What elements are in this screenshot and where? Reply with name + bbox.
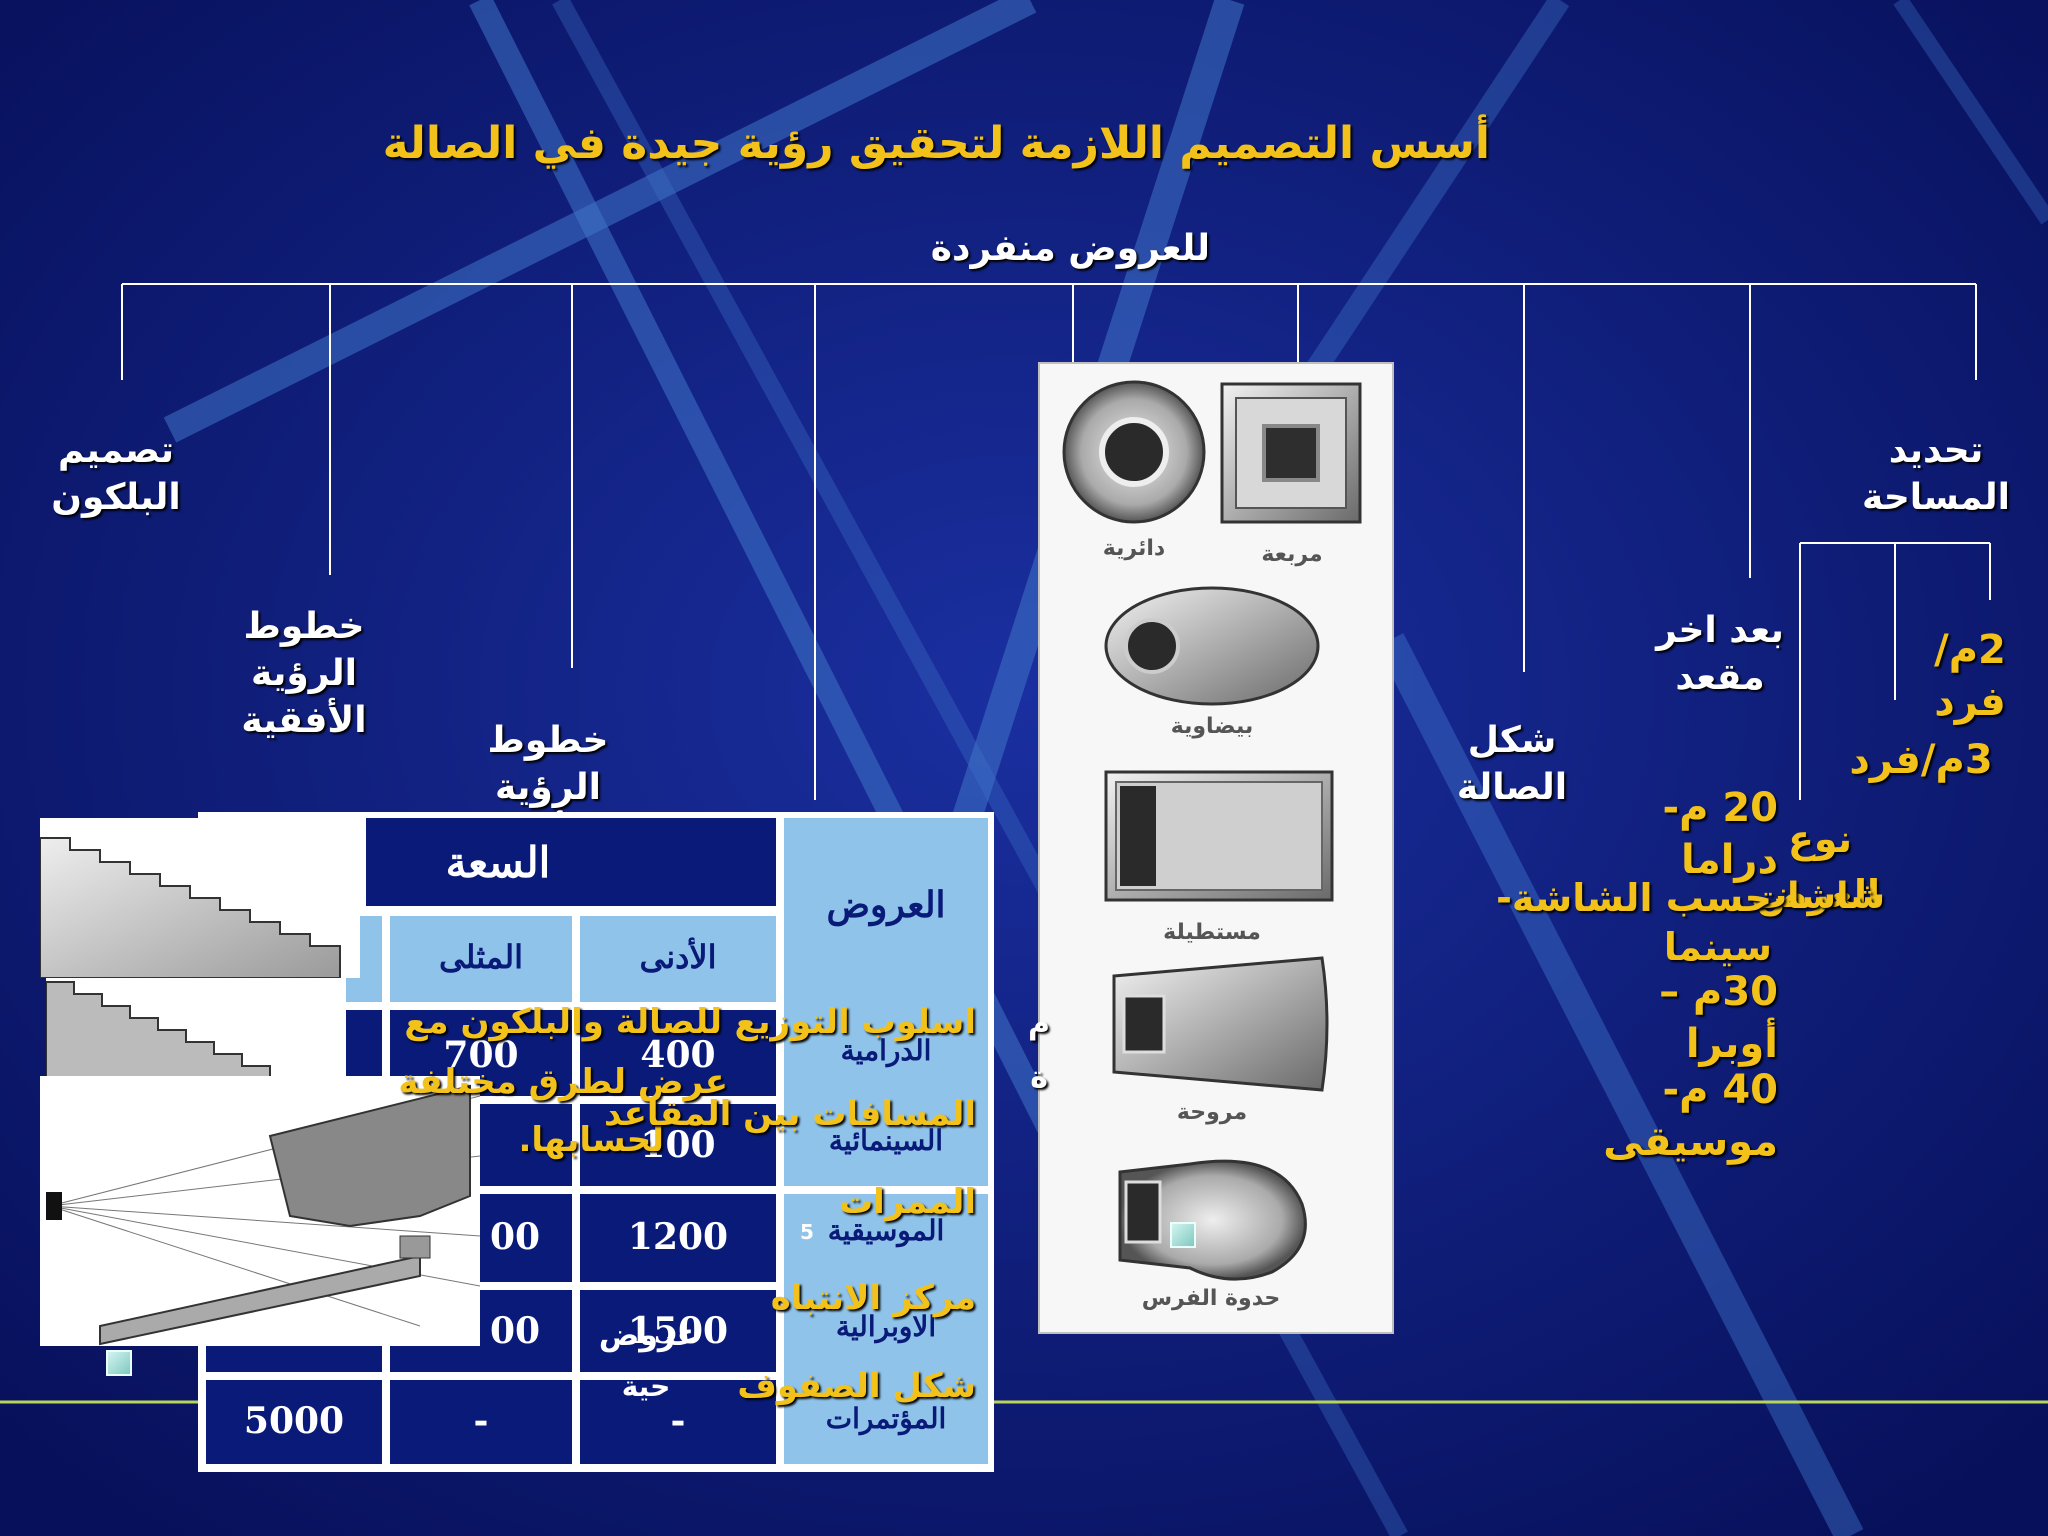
header-min: الأدنى xyxy=(639,938,717,976)
horseshoe-hall-icon xyxy=(1118,1159,1307,1281)
rectangular-hall-icon xyxy=(1104,770,1334,902)
bullet-square-icon xyxy=(106,1350,132,1376)
label-oval: بيضاوية xyxy=(1170,714,1254,739)
overlay-distribution-method: اسلوب التوزيع xyxy=(734,1002,976,1042)
distance-drama: 20 م-دراما xyxy=(1662,785,1778,883)
stray-digit-5: 5 xyxy=(800,1220,814,1244)
square-hall-icon xyxy=(1220,382,1362,524)
row5-ideal: - xyxy=(473,1400,489,1442)
row3-min: 1200 xyxy=(627,1216,729,1258)
overlay-display-methods: عرض لطرق مختلفة xyxy=(398,1062,728,1102)
header-capacity: السعة xyxy=(445,838,551,887)
capacity-table: السعة العروض المثلى الأدنى ال xyxy=(198,812,994,1472)
header-shows: العروض xyxy=(826,884,946,926)
distance-cinema-prefix: شاشات xyxy=(1750,876,1885,917)
branch-hall-shape: شكل الصالة xyxy=(1456,720,1568,808)
row1-show: الدرامية xyxy=(840,1034,932,1067)
row5-max: 5000 xyxy=(243,1400,345,1442)
branch-horizontal-sight: خطوط الرؤية الأفقية xyxy=(241,606,367,741)
overlay-row-shape: شكل الصفوف xyxy=(737,1366,976,1406)
row5-show: المؤتمرات xyxy=(825,1402,947,1435)
overlay-hall-balcony: للصالة والبلكون مع xyxy=(404,1002,722,1042)
row2-show: السينمائية xyxy=(828,1124,944,1157)
header-ideal-cell xyxy=(390,916,572,1002)
header-min-cell xyxy=(580,916,776,1002)
header-capacity-cell xyxy=(366,818,776,906)
header-shows-cell xyxy=(784,818,988,1186)
row4-show: الاوبرالية xyxy=(835,1310,937,1343)
overlay-live-shows-a: عروض xyxy=(598,1318,698,1353)
show-type: نوع العرض xyxy=(1756,817,1881,917)
hall-shapes-figure: مربعة دائرية بيضاوية مستطيلة مروحة حدوة … xyxy=(1038,362,1394,1334)
slide-title: أسس التصميم اللازمة لتحقيق رؤية جيدة في … xyxy=(382,118,1490,169)
overlay-calc: لحسابها. xyxy=(518,1120,664,1160)
row3-show: الموسيقية xyxy=(827,1214,945,1247)
oval-hall-icon xyxy=(1104,586,1320,706)
hall-shapes-drawings xyxy=(1062,380,1362,1281)
stray-letter-m: م xyxy=(1028,1006,1050,1041)
distance-opera: 30م –أوبرا xyxy=(1659,969,1778,1067)
row3-ideal: 00 xyxy=(490,1216,541,1258)
overlay-live-shows-b: حية xyxy=(621,1370,671,1403)
branch-last-seat: بعد اخر مقعد xyxy=(1656,610,1784,698)
bullet-square-icon xyxy=(1170,1222,1196,1248)
stray-letter-h: ة xyxy=(1030,1060,1048,1095)
label-fan: مروحة xyxy=(1176,1100,1248,1125)
label-circular: دائرية xyxy=(1102,536,1166,561)
label-rectangular: مستطيلة xyxy=(1163,920,1261,945)
area-2m-per-person: 2م/فرد xyxy=(1934,627,2006,725)
header-ideal: المثلى xyxy=(438,938,524,976)
slide-subtitle: للعروض منفردة xyxy=(930,228,1210,269)
row1-ideal: 700 xyxy=(443,1034,519,1076)
overlay-aisles: الممرات xyxy=(839,1182,976,1222)
row1-min: 400 xyxy=(640,1034,716,1076)
branch-balcony: تصميم البلكون xyxy=(51,430,181,518)
label-horseshoe: حدوة الفرس xyxy=(1141,1286,1281,1311)
row5-min: - xyxy=(670,1400,686,1442)
row4-min: 1500 xyxy=(627,1310,729,1352)
area-3m-per-person: 3م/فرد xyxy=(1849,737,1993,783)
balcony-section-diagram xyxy=(40,1076,481,1346)
fan-hall-icon xyxy=(1112,956,1329,1092)
row2-min: 100 xyxy=(640,1124,716,1166)
distance-cinema: حسب الشاشة-سينما xyxy=(1496,876,1772,970)
overlay-focus-center: مركز الانتباه xyxy=(770,1278,976,1318)
row4-ideal: 00 xyxy=(490,1310,541,1352)
stair-diagram-middle xyxy=(45,978,346,1079)
distance-music: 40 م- موسيقى xyxy=(1603,1067,1778,1165)
overlay-seat-spacing: المسافات بين المقاعد xyxy=(603,1094,976,1134)
branch-area: تحديد المساحة xyxy=(1862,430,2010,518)
stair-diagram-top xyxy=(39,818,360,979)
circular-hall-icon xyxy=(1062,380,1206,524)
label-square: مربعة xyxy=(1261,542,1323,567)
table-grid xyxy=(206,916,988,1464)
